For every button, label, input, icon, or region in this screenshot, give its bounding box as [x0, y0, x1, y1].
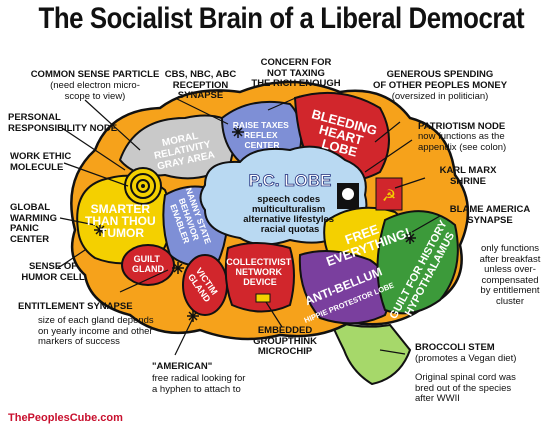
guilt-gland-label: GUILT GLAND: [132, 254, 164, 274]
only-functions-callout: only functions after breakfast unless ov…: [479, 243, 541, 307]
personal-responsibility-callout: PERSONAL RESPONSIBILITY NODE: [8, 112, 118, 134]
broccoli-sub: (promotes a Vegan diet): [415, 353, 517, 364]
synapse-sparks: [94, 126, 416, 322]
anti-bellum-region: [298, 250, 391, 325]
generous-title: GENEROUS SPENDING OF OTHER PEOPLES MONEY: [372, 69, 508, 91]
pc-lobe-label: P.C. LOBE: [249, 171, 332, 190]
hammer-sickle-icon: ☭: [382, 188, 396, 205]
collectivist-region: [224, 242, 295, 313]
leader-lines: [57, 95, 441, 356]
work-ethic-callout: WORK ETHIC MOLECULE: [10, 151, 72, 173]
entitlement-title: ENTITLEMENT SYNAPSE: [18, 301, 133, 312]
karl-marx-callout: KARL MARX SHRINE: [439, 165, 497, 187]
broccoli-stem-shape: [328, 318, 412, 386]
pc-lobe-contents: speech codes multiculturalism alternativ…: [243, 194, 336, 235]
common-sense-sub: (need electron micro- scope to view): [50, 80, 140, 102]
collectivist-label: COLLECTIVIST NETWORK DEVICE: [226, 257, 294, 287]
smarter-label: SMARTER THAN THOU TUMOR: [85, 202, 159, 240]
embedded-microchip-callout: EMBEDDED GROUPTHINK MICROCHIP: [253, 325, 317, 357]
spinal-cord-callout: Original spinal cord was bred out of the…: [415, 372, 516, 404]
footer-site-link[interactable]: ThePeoplesCube.com: [8, 412, 123, 424]
hammer-sickle-flag: [375, 177, 403, 211]
patriotism-sub: now functions as the appendix (see colon…: [418, 131, 507, 153]
che-face-icon: [342, 188, 354, 200]
patriotism-title: PATRIOTISM NODE: [418, 121, 506, 132]
generous-sub: (oversized in politician): [391, 91, 489, 102]
guilt-history-region: [376, 210, 459, 315]
global-warming-callout: GLOBAL WARMING PANIC CENTER: [10, 202, 57, 245]
american-sub: free radical looking for a hyphen to att…: [152, 373, 246, 395]
microchip-icon: [255, 293, 271, 303]
american-title: "AMERICAN": [152, 361, 213, 372]
raise-taxes-label: RAISE TAXES REFLEX CENTER: [233, 120, 291, 150]
cbs-callout: CBS, NBC, ABC RECEPTION SYNAPSE: [164, 69, 237, 101]
concern-callout: CONCERN FOR NOT TAXING THE RICH ENOUGH: [251, 57, 341, 89]
entitlement-sub: size of each gland depends on yearly inc…: [38, 315, 154, 347]
page-title: The Socialist Brain of a Liberal Democra…: [38, 2, 525, 35]
common-sense-title: COMMON SENSE PARTICLE: [30, 69, 160, 80]
broccoli-title: BROCCOLI STEM: [415, 342, 495, 353]
blame-america-callout: BLAME AMERICA SYNAPSE: [449, 204, 531, 226]
sense-of-humor-callout: SENSE OF HUMOR CELL: [21, 261, 85, 283]
common-sense-target: [124, 167, 162, 205]
moral-relativity-label: MORAL RELATIVITY GRAY AREA: [151, 128, 217, 173]
